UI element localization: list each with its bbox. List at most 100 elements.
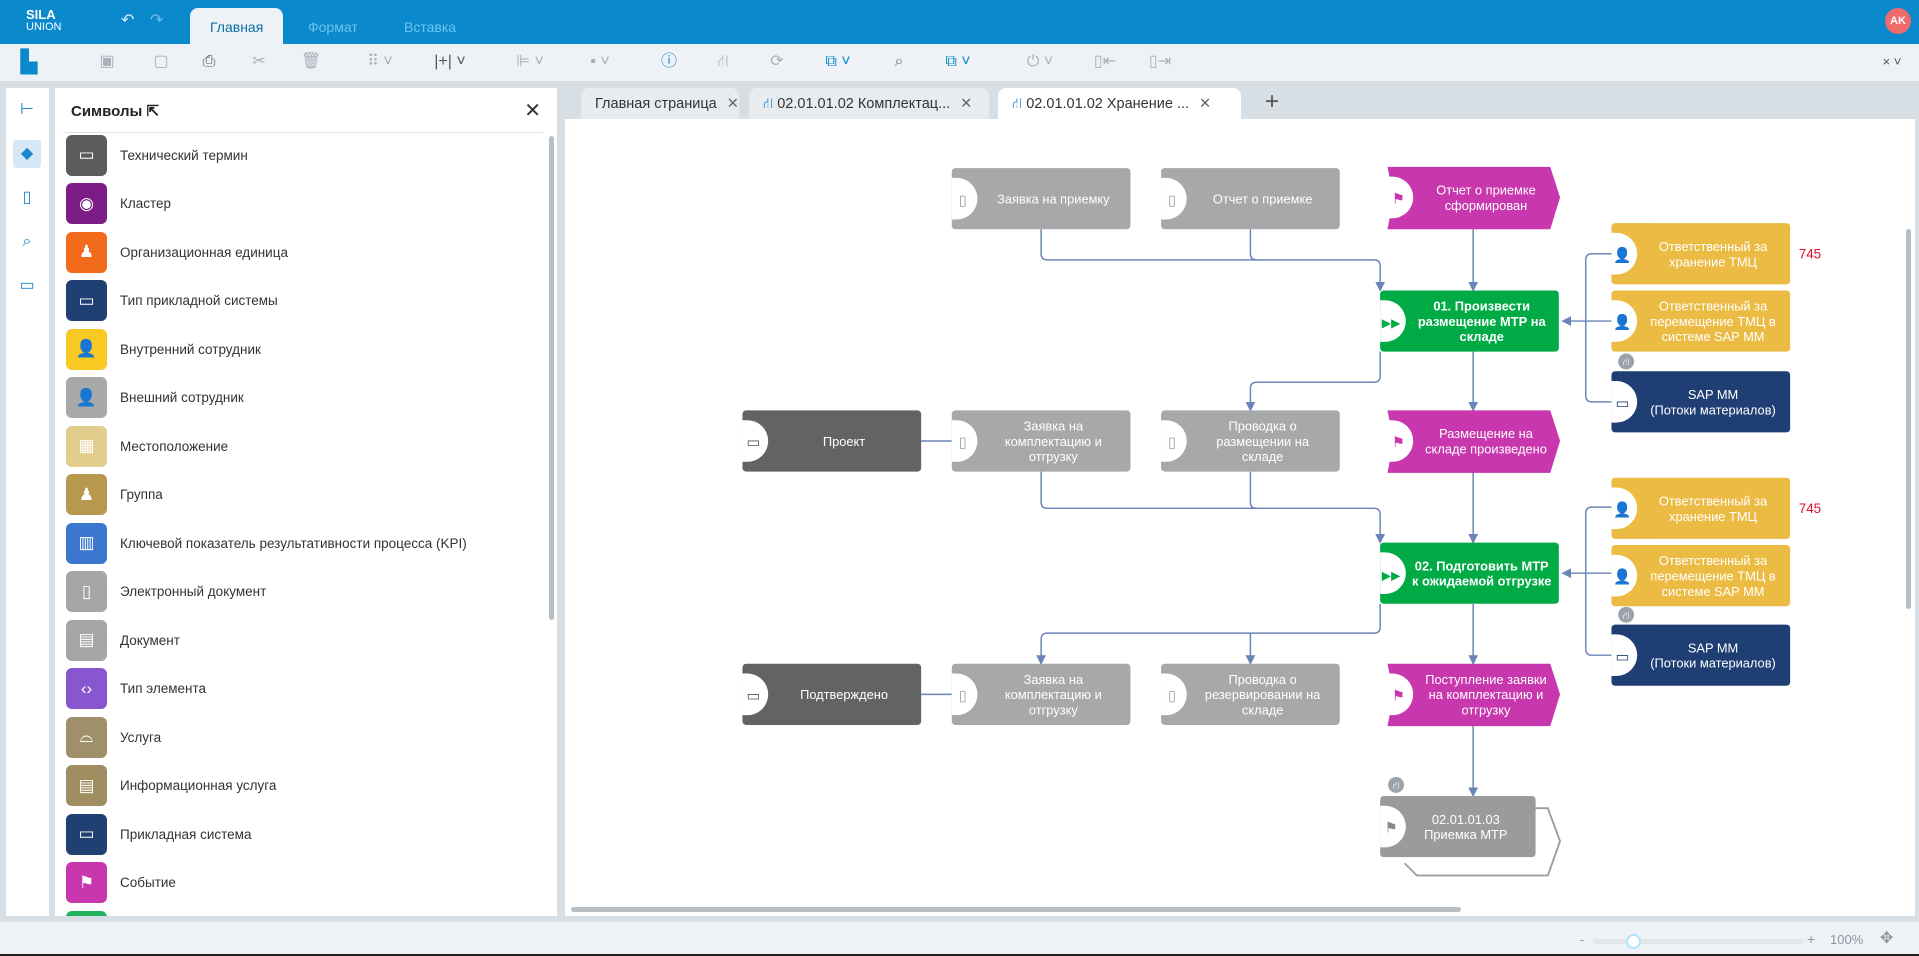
- hierarchy-link-icon[interactable]: [1618, 353, 1635, 370]
- connector[interactable]: [1585, 506, 1612, 656]
- hierarchy-link-icon[interactable]: [1388, 776, 1405, 793]
- symbol-item[interactable]: ‹›Тип элемента: [66, 668, 206, 710]
- print-icon[interactable]: ⎙: [202, 53, 216, 70]
- tab-home-page[interactable]: Главная страница✕: [581, 88, 739, 119]
- arrange-icon[interactable]: ▪ ˅: [590, 53, 610, 70]
- navigator-icon[interactable]: ⊢: [20, 101, 34, 118]
- info-icon[interactable]: ⓘ: [660, 53, 677, 70]
- symbol-item[interactable]: ⚑Событие: [66, 862, 176, 904]
- connector[interactable]: [1036, 603, 1381, 665]
- close-ribbon-button[interactable]: × ˅: [1882, 54, 1902, 69]
- symbols-icon[interactable]: ◆: [13, 140, 41, 168]
- redo-icon[interactable]: ↷: [150, 12, 164, 29]
- close-panel-button[interactable]: ✕: [524, 100, 541, 122]
- close-tab-icon[interactable]: ✕: [726, 96, 739, 112]
- properties-icon[interactable]: ▯: [22, 189, 32, 206]
- export-icon[interactable]: ⧉ ˅: [945, 53, 971, 70]
- symbol-item[interactable]: ▭Тип прикладной системы: [66, 280, 278, 322]
- symbol-item[interactable]: ▦Местоположение: [66, 425, 228, 467]
- diagram[interactable]: ▯Заявка на приемку ▯Отчет о приемке ⚑Отчет…: [565, 119, 1915, 916]
- connector[interactable]: [1040, 229, 1386, 292]
- collapse-left-icon[interactable]: ▯⇤: [1093, 53, 1117, 70]
- zoom-slider[interactable]: [1593, 934, 1803, 949]
- connector[interactable]: [1249, 471, 1257, 510]
- zoom-out-button[interactable]: -: [1580, 932, 1585, 947]
- symbol-item[interactable]: 👤Внутренний сотрудник: [66, 328, 261, 370]
- symbol-item[interactable]: 👤Внешний сотрудник: [66, 377, 244, 419]
- symbol-item[interactable]: ▭Прикладная система: [66, 813, 251, 855]
- symbol-item[interactable]: ◉Кластер: [66, 183, 171, 225]
- insert-column-icon[interactable]: |+| ˅: [434, 53, 466, 70]
- connector[interactable]: [1249, 229, 1257, 261]
- symbol-item[interactable]: ▤Документ: [66, 619, 180, 661]
- popout-icon[interactable]: ⇱: [146, 103, 160, 120]
- connector[interactable]: [1040, 471, 1386, 544]
- connector[interactable]: [1245, 351, 1381, 412]
- search-icon[interactable]: ⌕: [22, 233, 32, 250]
- vertical-scrollbar[interactable]: [1906, 229, 1911, 609]
- refresh-icon[interactable]: ⟳: [770, 53, 784, 70]
- symbol-item[interactable]: ▯Электронный документ: [66, 571, 266, 613]
- select-icon[interactable]: ⧉ ˅: [825, 53, 851, 70]
- paste-icon[interactable]: ▣: [99, 53, 115, 70]
- delete-icon[interactable]: 🗑: [300, 53, 322, 70]
- symbol-item[interactable]: ▤Информационная услуга: [66, 765, 276, 807]
- diagram-node-document[interactable]: ▯Отчет о приемке: [1161, 168, 1340, 230]
- undo-icon[interactable]: ↶: [121, 12, 135, 29]
- fit-to-screen-icon[interactable]: ✥: [1880, 930, 1894, 947]
- tab-document[interactable]: ⛙ 02.01.01.02 Комплектац...✕: [749, 88, 989, 119]
- symbol-item[interactable]: ▥Ключевой показатель результативности пр…: [66, 522, 467, 564]
- ribbon-tab-home[interactable]: Главная: [190, 8, 284, 44]
- connector[interactable]: [1585, 253, 1612, 403]
- symbol-item[interactable]: ♟Организационная единица: [66, 231, 288, 273]
- copy-icon[interactable]: ▢: [153, 53, 169, 70]
- symbols-palette-icon[interactable]: ▙: [20, 49, 38, 74]
- symbol-item[interactable]: ♟Группа: [66, 474, 163, 516]
- scrollbar[interactable]: [549, 136, 554, 620]
- cut-icon[interactable]: ✂: [252, 53, 266, 70]
- diagram-node-term[interactable]: ▭Подтверждено: [742, 663, 922, 725]
- diagram-node-document[interactable]: ▯Заявка на приемку: [951, 168, 1131, 230]
- collapse-right-icon[interactable]: ▯⇥: [1148, 53, 1172, 70]
- diagram-node-system[interactable]: ▭SAP MM(Потоки материалов): [1611, 371, 1791, 433]
- tab-document-active[interactable]: ⛙ 02.01.01.02 Хранение ...✕: [998, 88, 1241, 119]
- diagram-node-term[interactable]: ▭Проект: [742, 410, 922, 472]
- power-icon[interactable]: ⏻ ˅: [1026, 53, 1054, 70]
- symbol-item[interactable]: ▭Технический термин: [66, 134, 248, 176]
- zoom-in-button[interactable]: +: [1807, 931, 1816, 947]
- horizontal-scrollbar[interactable]: [571, 907, 1461, 912]
- align-icon[interactable]: ⊫ ˅: [516, 53, 544, 70]
- zoom-slider-handle[interactable]: [1625, 934, 1641, 949]
- hierarchy-icon[interactable]: ⛙: [717, 53, 729, 70]
- symbol-item[interactable]: [66, 910, 120, 916]
- diagram-canvas[interactable]: ▯Заявка на приемку ▯Отчет о приемке ⚑Отчет…: [565, 119, 1915, 916]
- diagram-node-system[interactable]: ▭SAP MM(Потоки материалов): [1611, 624, 1791, 686]
- svg-text:⛙: ⛙: [1393, 781, 1400, 792]
- close-tab-icon[interactable]: ✕: [1199, 96, 1212, 112]
- symbol-item[interactable]: ⌓Услуга: [66, 716, 161, 758]
- grid-dots-icon[interactable]: ⠿ ˅: [367, 53, 393, 70]
- hierarchy-link-icon[interactable]: [1618, 606, 1635, 623]
- comments-icon[interactable]: ▭: [19, 277, 35, 294]
- avatar[interactable]: AK: [1885, 8, 1911, 34]
- new-tab-button[interactable]: +: [1265, 88, 1280, 115]
- close-tab-icon[interactable]: ✕: [960, 96, 973, 112]
- ribbon-tab-format[interactable]: Формат: [308, 19, 358, 35]
- search-icon[interactable]: ⌕: [894, 53, 904, 70]
- ribbon-tab-insert[interactable]: Вставка: [404, 19, 457, 35]
